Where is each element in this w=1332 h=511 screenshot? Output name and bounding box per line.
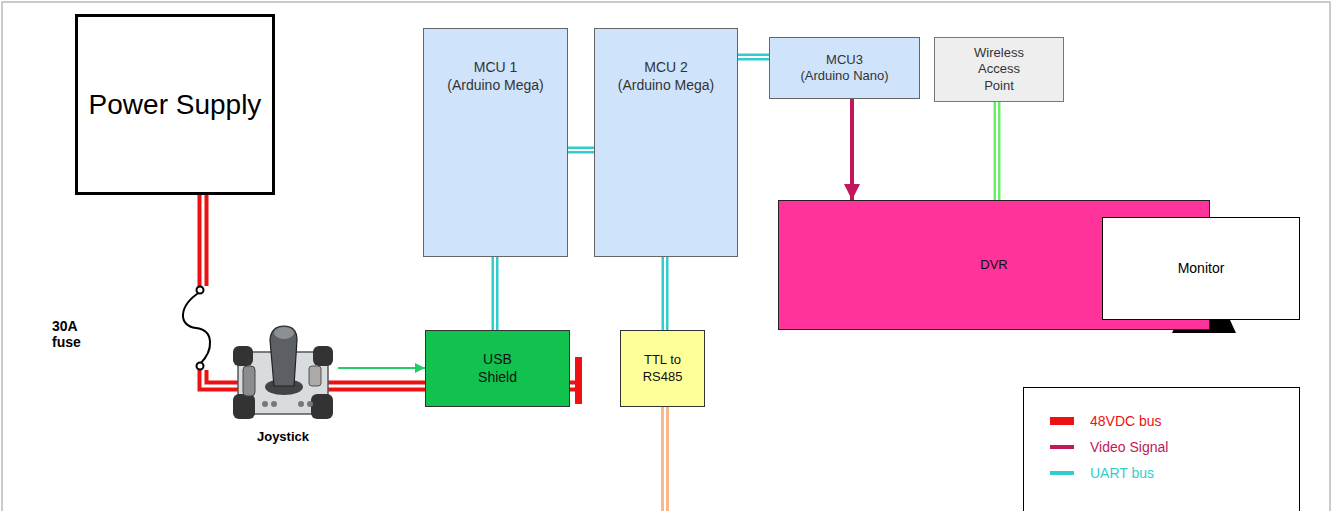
connector [665,257,666,330]
bus-line [738,54,769,61]
connector [568,150,594,151]
power-supply-box: Power Supply [75,14,275,195]
node-label: Monitor [1178,260,1225,278]
fuse-label: 30A fuse [52,318,81,350]
bus-line-gap [738,56,769,58]
legend-entry: 48VDC bus [1024,408,1299,434]
node-label: MCU 1 (Arduino Mega) [447,59,545,94]
node-label: TTL to RS485 [643,352,683,385]
node-label: Power Supply [89,87,262,122]
mcu-box: MCU 1 (Arduino Mega) [423,28,568,257]
usb-shield-box: USB Shield [425,330,570,407]
legend-text: 48VDC bus [1090,413,1162,429]
monitor-stand [1172,320,1236,333]
bus-terminal [575,357,582,404]
connector [997,102,998,200]
connector [778,267,1300,268]
joystick-picture [233,326,333,419]
power-wire [198,195,209,286]
signal-line [338,367,425,369]
rs485-wire [665,407,666,511]
bus-line-gap [494,257,496,330]
mcu-box: MCU 2 (Arduino Mega) [594,28,738,257]
bus-line [492,257,499,330]
bus-line-gap [568,149,594,151]
monitor-box: Monitor [1102,217,1300,320]
legend-text: Video Signal [1090,439,1168,455]
node-label: MCU3 (Arduino Nano) [800,52,889,85]
power-wire-gap [202,195,205,286]
node-label: USB Shield [478,351,517,386]
connector [338,368,425,369]
signal-line [850,99,854,200]
access-point-box: Wireless Access Point [934,37,1064,102]
legend-swatch [1050,417,1074,425]
bus-line [568,147,594,154]
fuse-symbol [183,287,210,370]
connector [495,257,496,330]
dvr-box: DVR [778,200,1210,330]
node-label: DVR [980,257,1007,273]
node-label: Joystick [257,429,309,445]
bus-line-gap [996,102,998,200]
bus-line [994,102,1001,200]
legend-entry: UART bus [1024,460,1299,486]
converter-box: TTL to RS485 [620,330,705,407]
signal-line [778,266,1300,269]
legend-text: UART bus [1090,465,1154,481]
joystick-device: Joystick [228,320,338,448]
node-label: MCU 2 (Arduino Mega) [617,59,715,94]
legend-swatch [1050,445,1074,449]
legend-entry: Video Signal [1024,434,1299,460]
connector [738,57,769,58]
legend-swatch [1050,471,1074,475]
legend-box: 48VDC busVideo SignalUART bus [1023,387,1300,511]
mcu-box: MCU3 (Arduino Nano) [769,37,920,99]
bus-line [662,257,669,330]
connector [852,99,853,200]
bus-line-gap [664,257,666,330]
node-label: Wireless Access Point [974,45,1024,94]
